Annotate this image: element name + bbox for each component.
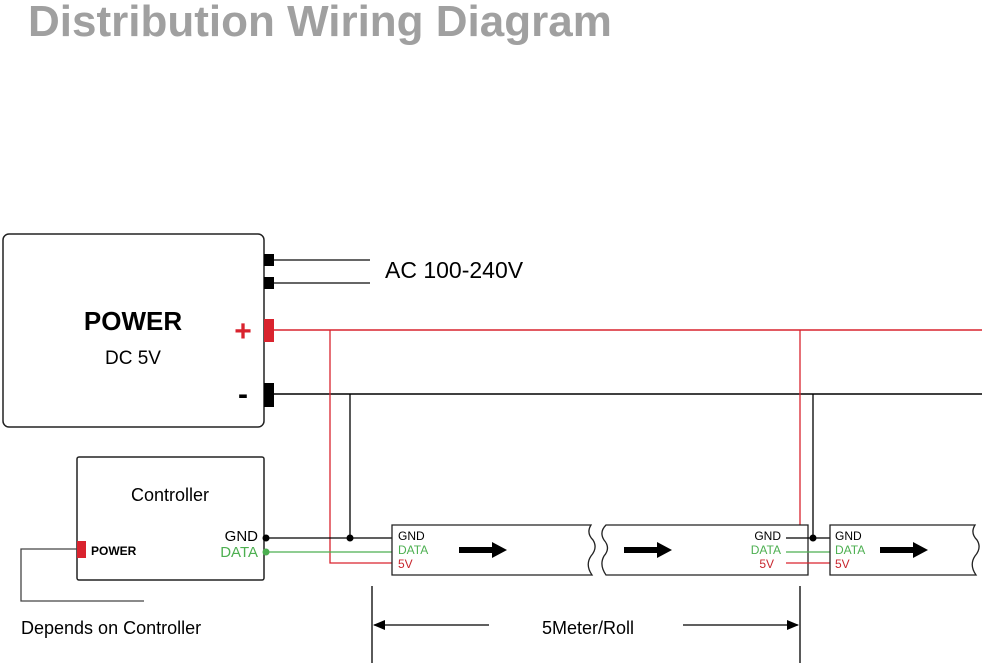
positive-drop-1 [329, 330, 392, 564]
positive-sign: + [234, 315, 252, 348]
strip-3-5v-label: 5V [835, 557, 850, 571]
strip-1-5v-label: 5V [398, 557, 413, 571]
strip-1-gnd-label: GND [398, 529, 425, 543]
led-strip-1: GND DATA 5V [391, 524, 596, 576]
controller-data-label: DATA [220, 544, 258, 561]
strip-3-direction-arrow-icon [880, 542, 928, 558]
negative-sign: - [238, 378, 248, 411]
dimension-left-arrow-icon [373, 620, 385, 630]
strip-1-data-label: DATA [398, 543, 428, 557]
controller-power-port [77, 541, 86, 558]
controller-power-label: POWER [91, 544, 137, 558]
strip-3-data-label: DATA [835, 543, 865, 557]
dimension-label: 5Meter/Roll [542, 618, 634, 638]
controller-power-note: Depends on Controller [21, 618, 201, 638]
strip-1-direction-arrow-icon [459, 542, 507, 558]
ac-terminal-2 [264, 277, 274, 289]
strip-2-direction-arrow-icon [624, 542, 672, 558]
controller-name: Controller [131, 485, 209, 505]
strip-2-gnd-label: GND [754, 529, 781, 543]
power-supply-name: POWER [84, 306, 182, 336]
controller: Controller POWER GND DATA [76, 456, 270, 581]
controller-power-wire [20, 548, 144, 602]
strip-2-data-label: DATA [751, 543, 781, 557]
led-strip-3: GND DATA 5V [829, 524, 980, 576]
power-supply-spec: DC 5V [105, 348, 161, 369]
controller-gnd-label: GND [225, 528, 259, 545]
led-strip-2: GND DATA 5V [601, 524, 809, 576]
positive-terminal [264, 319, 274, 342]
strip-3-gnd-label: GND [835, 529, 862, 543]
strip-2-body [601, 524, 809, 576]
ac-terminal-1 [264, 254, 274, 266]
page-title: Distribution Wiring Diagram [28, 0, 612, 46]
ac-input-label: AC 100-240V [385, 257, 524, 283]
power-supply: POWER DC 5V AC 100-240V + - [2, 233, 524, 428]
negative-terminal [264, 383, 274, 407]
strip-2-5v-label: 5V [759, 557, 774, 571]
length-dimension: 5Meter/Roll [371, 586, 801, 663]
dimension-right-arrow-icon [787, 620, 799, 630]
controller-box [76, 456, 265, 581]
